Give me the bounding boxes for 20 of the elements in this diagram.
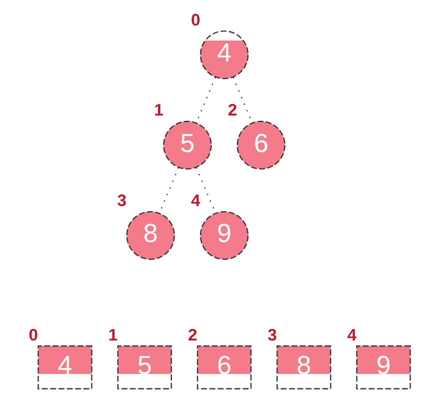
node-label: 2 bbox=[228, 100, 238, 120]
node-box: 8 bbox=[276, 345, 332, 390]
node-box: 6 bbox=[196, 345, 252, 390]
node-label: 0 bbox=[28, 325, 38, 344]
node-circle: 5 bbox=[163, 120, 212, 170]
node-box: 9 bbox=[356, 345, 411, 390]
node-label: 1 bbox=[108, 325, 118, 344]
node-circle: 8 bbox=[126, 211, 175, 260]
node-circle: 6 bbox=[236, 120, 286, 170]
node-label: 1 bbox=[154, 100, 164, 120]
node-box: 4 bbox=[38, 345, 92, 390]
node-label: 3 bbox=[117, 190, 127, 210]
node-label: 4 bbox=[347, 325, 357, 344]
node-circle: 4 bbox=[200, 30, 249, 80]
node-label: 4 bbox=[190, 190, 200, 210]
node-label: 0 bbox=[190, 10, 200, 30]
node-label: 3 bbox=[268, 325, 277, 344]
node-box: 5 bbox=[117, 345, 172, 390]
node-circle: 9 bbox=[200, 211, 249, 260]
node-label: 2 bbox=[188, 325, 198, 344]
